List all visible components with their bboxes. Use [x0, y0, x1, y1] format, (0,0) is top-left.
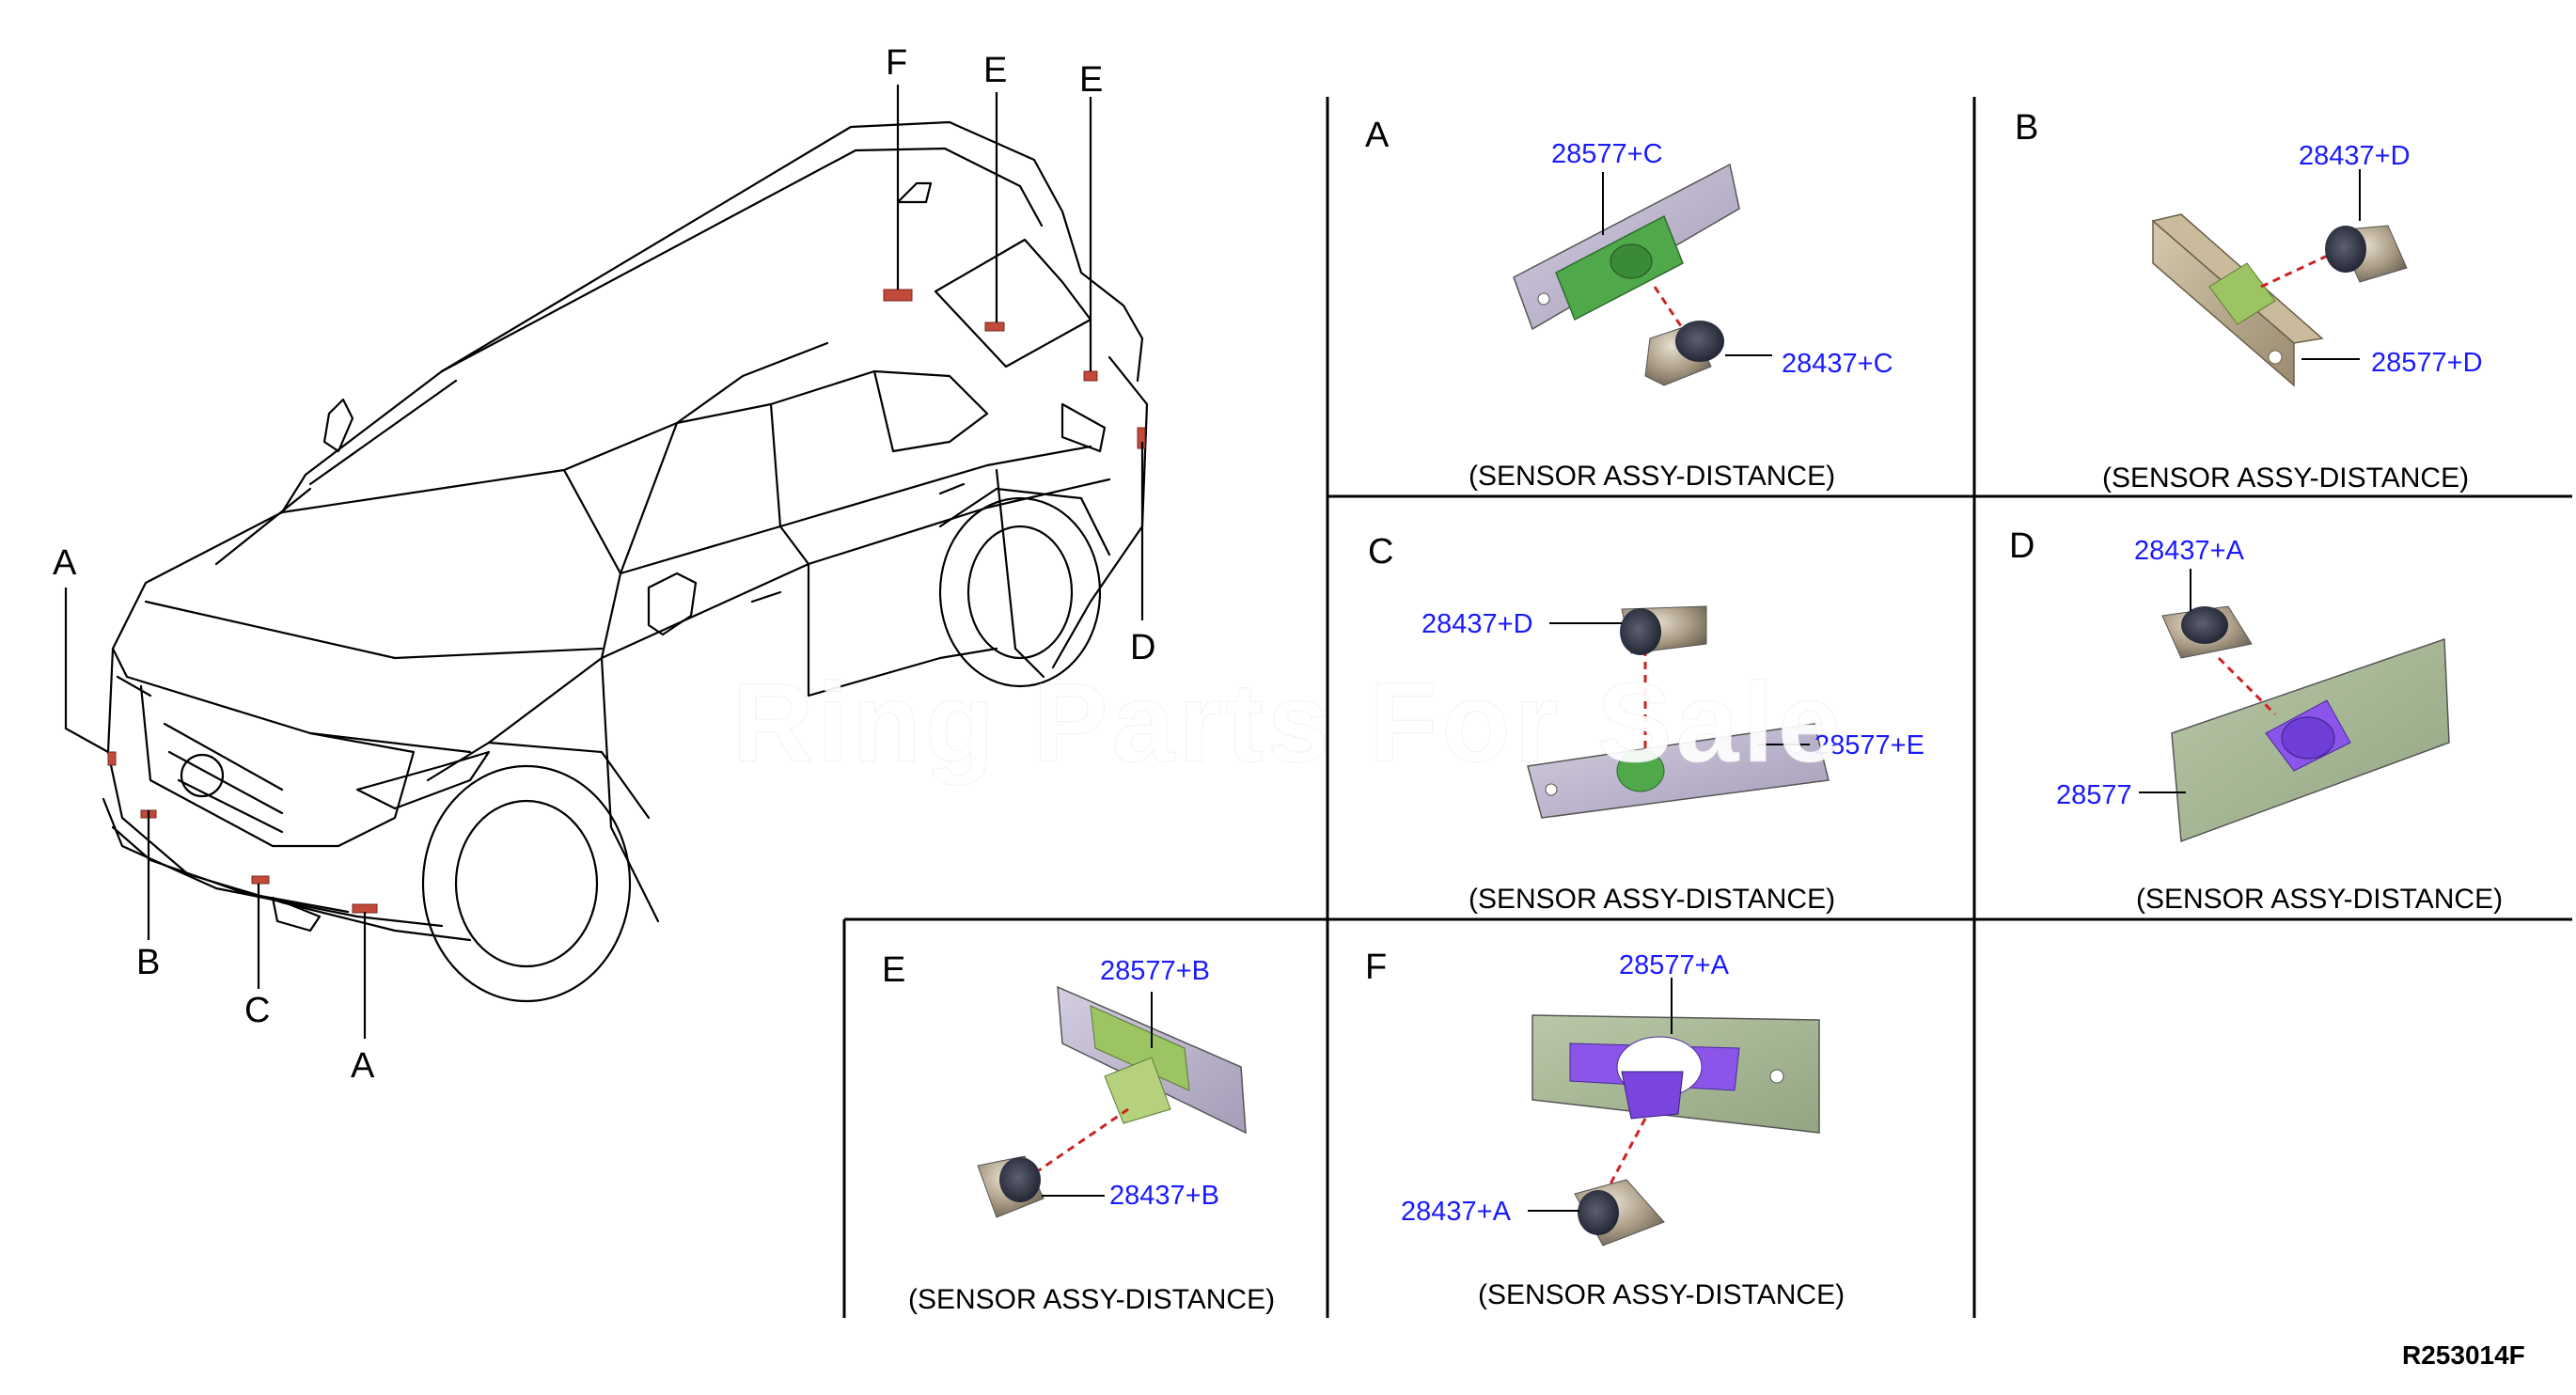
panel-grid [842, 97, 2572, 1318]
panel-c-letter: C [1368, 532, 1394, 572]
panel-e-art [977, 985, 1247, 1218]
panel-f-sensor-part: 28437+A [1401, 1197, 1511, 1227]
vehicle-sensor-markers [107, 289, 1146, 914]
panel-a-letter: A [1365, 116, 1390, 155]
watermark: Ring Parts For Sale [731, 660, 1845, 787]
panel-b-sensor-part: 28437+D [2299, 141, 2411, 171]
panel-d-art [2139, 569, 2450, 843]
vehicle-leaders [64, 85, 1144, 1039]
panel-e-caption: (SENSOR ASSY-DISTANCE) [908, 1284, 1276, 1315]
panel-a-sensor-part: 28437+C [1782, 349, 1893, 379]
panel-f-art [1528, 978, 1820, 1246]
panel-d-caption: (SENSOR ASSY-DISTANCE) [2136, 884, 2504, 915]
panel-b-letter: B [2015, 108, 2039, 148]
panel-e-letter: E [882, 950, 906, 990]
panel-c-caption: (SENSOR ASSY-DISTANCE) [1469, 884, 1836, 915]
panel-a-caption: (SENSOR ASSY-DISTANCE) [1469, 461, 1836, 492]
panel-d-bracket-part: 28577 [2056, 780, 2132, 810]
panel-c-art [1527, 605, 1830, 819]
panel-b-caption: (SENSOR ASSY-DISTANCE) [2102, 462, 2470, 494]
panel-c-bracket-part: 28577+E [1814, 730, 1924, 760]
panel-f-caption: (SENSOR ASSY-DISTANCE) [1478, 1279, 1846, 1310]
panel-b-art [2151, 169, 2408, 387]
vehicle-drawing [102, 120, 1149, 1003]
vehicle-label-e2: E [1079, 60, 1104, 100]
vehicle-label-b: B [136, 943, 161, 982]
figure-id: R253014F [2402, 1340, 2525, 1370]
vehicle-label-c: C [244, 991, 271, 1030]
panel-d-sensor-part: 28437+A [2134, 536, 2244, 566]
vehicle-label-a-left: A [53, 543, 77, 583]
panel-e-bracket-part: 28577+B [1100, 956, 1210, 986]
vehicle-label-e1: E [983, 51, 1008, 90]
panel-a-bracket-part: 28577+C [1551, 139, 1663, 169]
panel-c-sensor-part: 28437+D [1422, 609, 1533, 639]
panel-b-bracket-part: 28577+D [2371, 348, 2483, 378]
vehicle-label-f: F [886, 43, 908, 83]
panel-a-art [1513, 163, 1772, 386]
panel-d-letter: D [2009, 526, 2035, 566]
panel-f-bracket-part: 28577+A [1619, 950, 1729, 980]
panel-f-letter: F [1365, 948, 1388, 987]
vehicle-label-a-bottom: A [351, 1046, 375, 1086]
vehicle-label-d: D [1130, 628, 1156, 667]
panel-e-sensor-part: 28437+B [1109, 1181, 1219, 1211]
